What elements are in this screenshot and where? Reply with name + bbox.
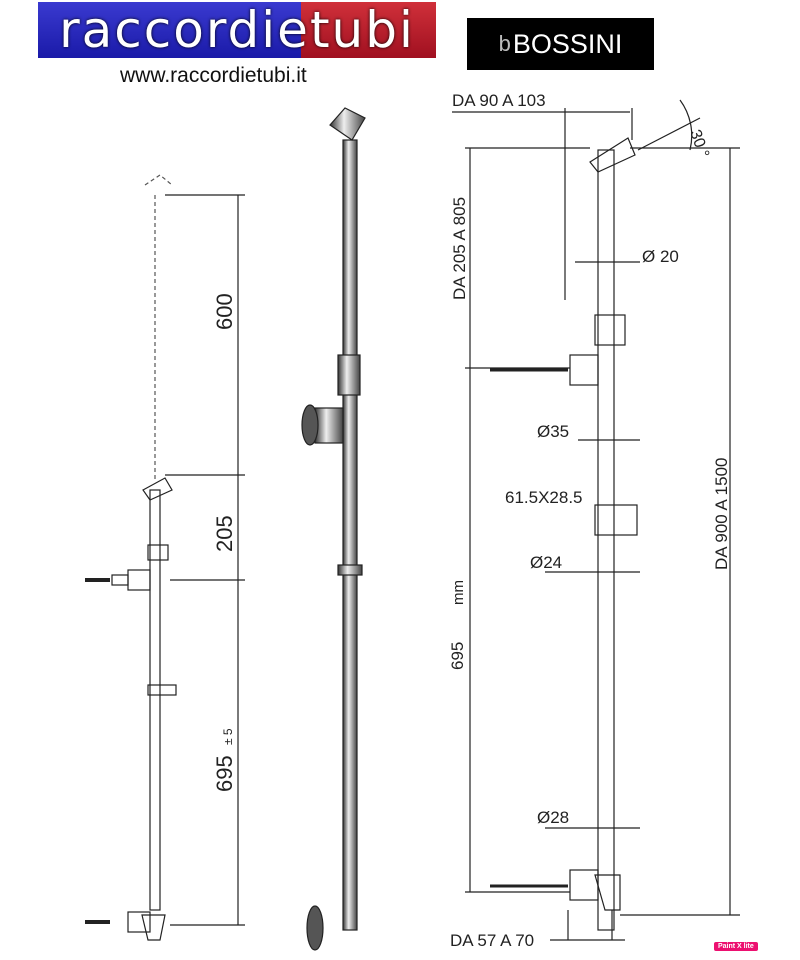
base-length: 695: [448, 642, 467, 670]
bossini-logo: b BOSSINI: [467, 18, 654, 70]
bossini-mark: b: [498, 31, 511, 56]
website-url: www.raccordietubi.it: [120, 64, 307, 87]
dim-205: 205: [212, 515, 237, 552]
total-length: DA 900 A 1500: [712, 458, 731, 571]
slider-size: 61.5X28.5: [505, 488, 583, 507]
dim-tolerance: ± 5: [221, 728, 235, 745]
right-drawing: DA 90 A 103 30 ° DA 205 A 805 Ø 20 Ø35 6…: [448, 91, 740, 950]
paint-x-lite-badge: Paint X lite: [714, 942, 758, 951]
wall-distance: DA 57 A 70: [450, 931, 534, 950]
logo-text: raccordietubi: [59, 2, 415, 58]
diameter-middle: Ø24: [530, 553, 562, 572]
dim-600: 600: [212, 293, 237, 330]
dim-695: 695: [212, 755, 237, 792]
raccordietubi-logo: raccordietubi: [38, 2, 436, 58]
angle: 30 °: [686, 128, 712, 161]
left-drawing: 600 205 695 ± 5: [85, 174, 245, 941]
holder-reach: DA 90 A 103: [452, 91, 546, 110]
bossini-text: BOSSINI: [512, 28, 623, 59]
diameter-top: Ø 20: [642, 247, 679, 266]
diameter-bottom: Ø28: [537, 808, 569, 827]
diameter-bracket: Ø35: [537, 422, 569, 441]
unit: mm: [450, 580, 467, 605]
slide-range: DA 205 A 805: [450, 197, 469, 300]
product-render: [301, 107, 366, 951]
